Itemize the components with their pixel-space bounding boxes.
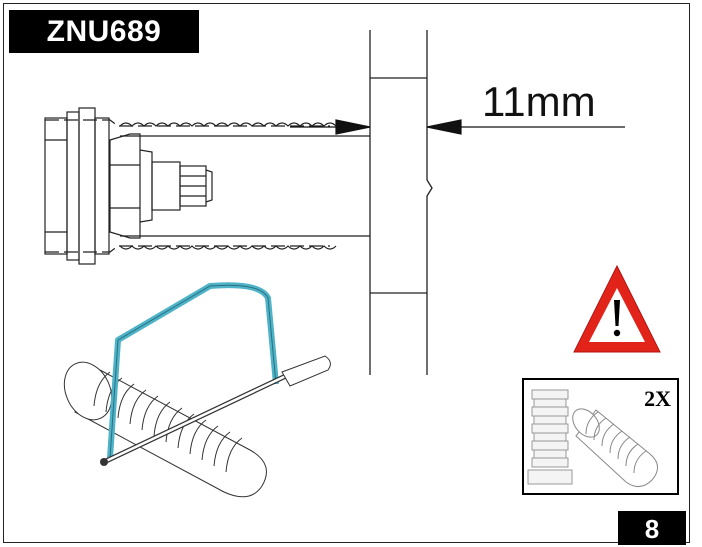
threaded-tube-icon — [527, 389, 658, 487]
page-number: 8 — [618, 511, 686, 545]
dimension-indicator — [290, 119, 625, 135]
valve-assembly — [44, 107, 370, 265]
quantity-label: 2X — [644, 386, 671, 411]
warning-triangle-icon — [573, 264, 661, 353]
parts-quantity-box: 2X — [522, 378, 679, 495]
measurement-label: 11mm — [482, 78, 596, 125]
page-frame — [3, 3, 690, 543]
arrow-right-icon — [335, 119, 371, 135]
arrow-left-icon — [426, 119, 462, 135]
model-title: ZNU689 — [9, 10, 199, 53]
hacksaw-icon — [63, 282, 331, 498]
wall — [369, 30, 433, 375]
